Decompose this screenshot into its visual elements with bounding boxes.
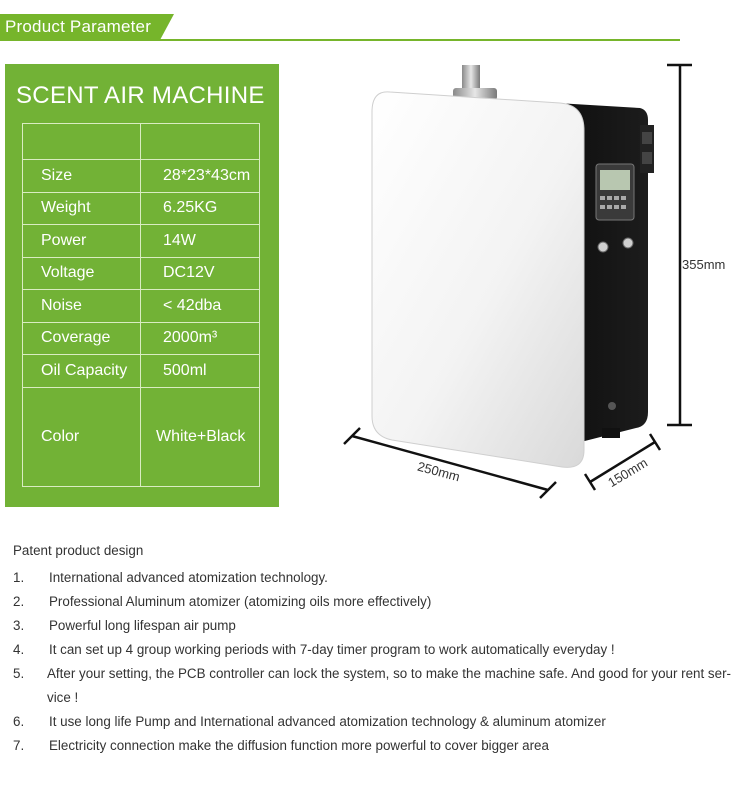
- spec-label: Voltage: [22, 256, 141, 290]
- item-number: 6.: [13, 714, 25, 729]
- item-text: Professional Aluminum atomizer (atomizin…: [49, 594, 432, 609]
- spec-label: Oil Capacity: [22, 354, 141, 388]
- list-item: 7. Electricity connection make the diffus…: [13, 734, 743, 758]
- spec-row-coverage: Coverage 2000m³: [22, 321, 260, 355]
- item-text: International advanced atomization techn…: [49, 570, 328, 585]
- item-number: 4.: [13, 642, 25, 657]
- spec-row-color: Color White+Black: [22, 386, 260, 487]
- spec-value: 6.25KG: [140, 191, 260, 225]
- list-item: 2. Professional Aluminum atomizer (atomiz…: [13, 590, 743, 614]
- product-illustration: [343, 63, 692, 499]
- spec-label: Weight: [22, 191, 141, 225]
- width-dimension: [343, 427, 557, 499]
- spec-empty-cell: [22, 123, 141, 160]
- height-label: 355mm: [682, 257, 726, 272]
- spec-value: 14W: [140, 224, 260, 258]
- control-panel: [595, 163, 635, 221]
- section-title: Product Parameter: [5, 17, 152, 36]
- spec-row-weight: Weight 6.25KG: [22, 191, 260, 225]
- list-item: 3. Powerful long lifespan air pump: [13, 614, 743, 638]
- screw-icon: [608, 402, 616, 410]
- atomizer-nozzle: [453, 65, 497, 100]
- spec-value: White+Black: [140, 386, 260, 487]
- item-number: 1.: [13, 570, 25, 585]
- feature-list: 1. International advanced atomization tec…: [13, 566, 743, 758]
- spec-value: 2000m³: [140, 321, 260, 355]
- spec-label: Size: [22, 159, 141, 193]
- section-header-tab: Product Parameter: [0, 14, 174, 40]
- item-text: It use long life Pump and International …: [49, 714, 606, 729]
- item-text: After your setting, the PCB controller c…: [47, 666, 731, 705]
- list-item: 4. It can set up 4 group working periods …: [13, 638, 743, 662]
- spec-empty-cell: [140, 123, 260, 160]
- spec-value: DC12V: [140, 256, 260, 290]
- depth-dimension: [583, 433, 662, 491]
- spec-value: 500ml: [140, 354, 260, 388]
- spec-row-size: Size 28*23*43cm: [22, 159, 260, 193]
- item-text: Electricity connection make the diffusio…: [49, 738, 549, 753]
- item-number: 7.: [13, 738, 25, 753]
- spec-header-row: [22, 123, 260, 160]
- height-dimension: [667, 63, 692, 427]
- header-divider: [0, 39, 680, 41]
- spec-row-oil-capacity: Oil Capacity 500ml: [22, 354, 260, 388]
- spec-row-power: Power 14W: [22, 224, 260, 258]
- item-number: 5.: [13, 666, 25, 681]
- item-number: 3.: [13, 618, 25, 633]
- spec-label: Color: [22, 386, 141, 487]
- spec-row-voltage: Voltage DC12V: [22, 256, 260, 290]
- spec-value: 28*23*43cm: [140, 159, 260, 193]
- spec-row-noise: Noise < 42dba: [22, 289, 260, 323]
- feature-description: Patent product design 1. International ad…: [13, 542, 743, 758]
- list-item: 6. It use long life Pump and Internationa…: [13, 710, 743, 734]
- knob-icon: [597, 241, 609, 253]
- item-text: Powerful long lifespan air pump: [49, 618, 236, 633]
- spec-label: Noise: [22, 289, 141, 323]
- list-item: 5. After your setting, the PCB controller…: [13, 662, 743, 710]
- spec-table: Size 28*23*43cm Weight 6.25KG Power 14W …: [22, 123, 260, 487]
- description-intro: Patent product design: [13, 543, 144, 558]
- item-text: It can set up 4 group working periods wi…: [49, 642, 615, 657]
- knob-icon: [622, 237, 634, 249]
- machine-front: [371, 91, 585, 468]
- item-number: 2.: [13, 594, 25, 609]
- spec-label: Coverage: [22, 321, 141, 355]
- spec-value: < 42dba: [140, 289, 260, 323]
- spec-panel: SCENT AIR MACHINE Size 28*23*43cm Weight…: [5, 64, 279, 507]
- product-name: SCENT AIR MACHINE: [16, 82, 265, 109]
- list-item: 1. International advanced atomization tec…: [13, 566, 743, 590]
- spec-label: Power: [22, 224, 141, 258]
